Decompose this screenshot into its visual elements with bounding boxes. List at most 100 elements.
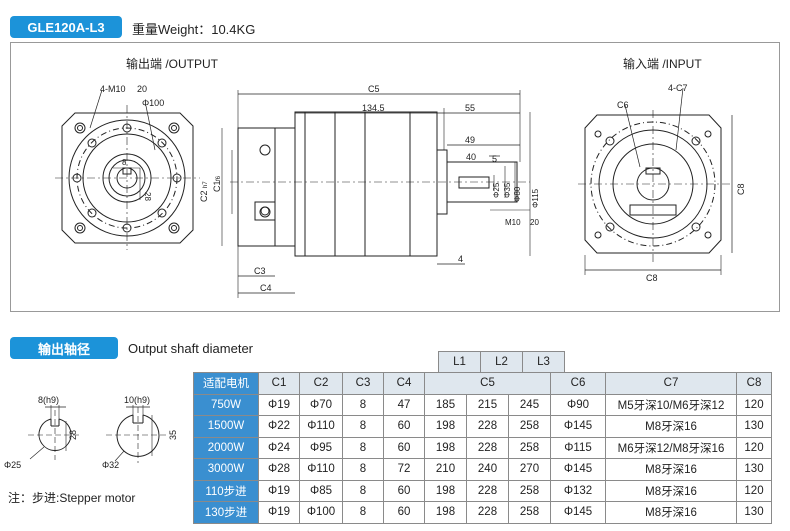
shaft-left-key: 8(h9) (38, 395, 59, 405)
cell-c2: Φ110 (299, 458, 343, 481)
cell-c1: Φ19 (258, 479, 300, 502)
output-pcd-label: Φ100 (142, 98, 164, 108)
cell-c7: M8牙深16 (605, 501, 737, 524)
header-c5: C5 (424, 372, 551, 395)
side-c3: C3 (254, 266, 266, 276)
cell-l1: 210 (424, 458, 467, 481)
header-c3: C3 (342, 372, 384, 395)
side-c4: C4 (260, 283, 272, 293)
cell-c2: Φ95 (299, 436, 343, 459)
side-5: 5 (492, 154, 497, 164)
header-motor: 适配电机 (193, 372, 259, 395)
cell-l2: 228 (466, 436, 509, 459)
side-40: 40 (466, 152, 476, 162)
side-phi80: Φ80 (513, 186, 522, 202)
output-holes-label: 4-M10 (100, 84, 126, 94)
cell-l1: 198 (424, 501, 467, 524)
cell-l3: 258 (508, 501, 551, 524)
cell-c3: 8 (342, 501, 384, 524)
cell-c1: Φ19 (258, 501, 300, 524)
length-subheader-table: L1 L2 L3 (438, 351, 565, 373)
cell-c8: 120 (736, 479, 772, 502)
header-c2: C2 (299, 372, 343, 395)
cell-c1: Φ24 (258, 436, 300, 459)
cell-c6: Φ145 (550, 458, 606, 481)
cell-l1: 185 (424, 393, 467, 416)
output-holes-depth: 20 (137, 84, 147, 94)
side-c2-tol: h7 (203, 181, 209, 188)
cell-c2: Φ100 (299, 501, 343, 524)
cell-c4: 47 (383, 393, 425, 416)
cell-l2: 215 (466, 393, 509, 416)
cell-c2: Φ85 (299, 479, 343, 502)
side-c1: C1 (212, 180, 222, 192)
cell-motor: 2000W (193, 436, 259, 459)
shaft-cross-sections: 8(h9) 28 Φ25 10(h9) 35 Φ32 (4, 395, 178, 470)
cell-c8: 120 (736, 436, 772, 459)
cell-c6: Φ145 (550, 415, 606, 438)
cell-c2: Φ110 (299, 415, 343, 438)
cell-c6: Φ132 (550, 479, 606, 502)
stepper-note: 注：步进:Stepper motor (8, 491, 136, 505)
cell-motor: 110步进 (193, 479, 259, 502)
cell-c6: Φ145 (550, 501, 606, 524)
header-c7: C7 (605, 372, 737, 395)
input-c8-horizontal: C8 (646, 273, 658, 283)
cell-c7: M5牙深10/M6牙深12 (605, 393, 737, 416)
header-c8: C8 (736, 372, 772, 395)
side-c2: C2 (199, 190, 209, 202)
weight-label: 重量Weight：10.4KG (132, 22, 256, 37)
cell-l1: 198 (424, 415, 467, 438)
side-phi35: Φ35 (503, 182, 512, 198)
input-title: 输入端 /INPUT (623, 56, 702, 71)
cell-c7: M8牙深16 (605, 479, 737, 502)
cell-c3: 8 (342, 436, 384, 459)
cell-c7: M8牙深16 (605, 415, 737, 438)
cell-l2: 228 (466, 479, 509, 502)
cell-c4: 72 (383, 458, 425, 481)
cell-c3: 8 (342, 458, 384, 481)
side-phi115: Φ115 (531, 188, 540, 208)
technical-drawing: 输出端 /OUTPUT 4-M10 20 Φ100 8 28 C5 134.5 … (55, 56, 746, 298)
cell-c6: Φ115 (550, 436, 606, 459)
side-1345: 134.5 (362, 103, 385, 113)
cell-l1: 198 (424, 436, 467, 459)
l2-header: L2 (480, 351, 523, 373)
input-holes-label: 4-C7 (668, 83, 688, 93)
cell-l3: 245 (508, 393, 551, 416)
cell-c8: 120 (736, 393, 772, 416)
side-c5: C5 (368, 84, 380, 94)
cell-l2: 228 (466, 501, 509, 524)
model-label: GLE120A-L3 (27, 19, 105, 35)
cell-c2: Φ70 (299, 393, 343, 416)
cell-l2: 240 (466, 458, 509, 481)
cell-motor: 3000W (193, 458, 259, 481)
side-tap: M10 (505, 218, 521, 227)
shaft-section-badge: 输出轴径 (10, 337, 118, 359)
side-4: 4 (458, 254, 463, 264)
shaft-right-height: 35 (168, 430, 178, 440)
output-key-height: 28 (143, 192, 152, 201)
cell-motor: 130步进 (193, 501, 259, 524)
cell-c4: 60 (383, 415, 425, 438)
side-55: 55 (465, 103, 475, 113)
cell-c7: M8牙深16 (605, 458, 737, 481)
input-c6: C6 (617, 100, 629, 110)
cell-c6: Φ90 (550, 393, 606, 416)
header-c6: C6 (550, 372, 606, 395)
output-flange-view (55, 89, 200, 250)
cell-l1: 198 (424, 479, 467, 502)
shaft-section-left (28, 405, 80, 460)
shaft-right-key: 10(h9) (124, 395, 150, 405)
cell-c3: 8 (342, 415, 384, 438)
shaft-left-height: 28 (68, 430, 78, 440)
cell-c1: Φ22 (258, 415, 300, 438)
cell-c1: Φ19 (258, 393, 300, 416)
shaft-left-diameter: Φ25 (4, 460, 21, 470)
cell-motor: 1500W (193, 415, 259, 438)
